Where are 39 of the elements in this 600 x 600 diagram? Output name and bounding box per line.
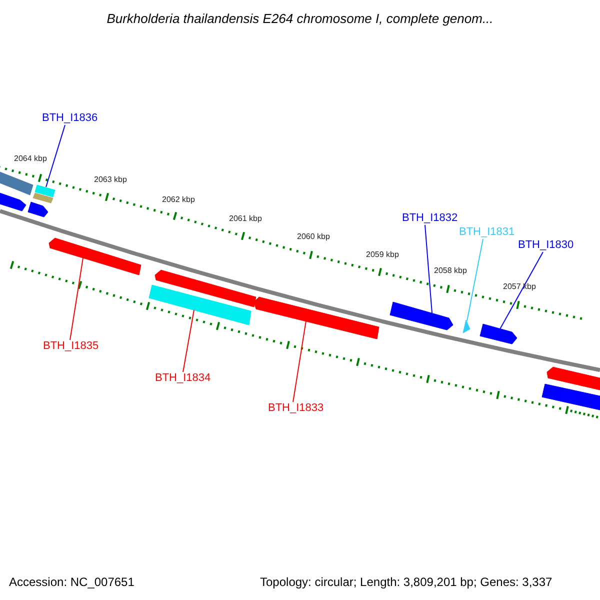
scale-label: 2062 kbp xyxy=(162,196,195,204)
gene-block xyxy=(390,302,454,330)
scale-label: 2060 kbp xyxy=(297,233,330,241)
gene-block xyxy=(0,192,26,212)
gene-block xyxy=(148,284,252,326)
leader-line xyxy=(46,124,66,188)
leader-line xyxy=(424,224,432,314)
gene-label: BTH_I1830 xyxy=(518,240,574,251)
gene-label: BTH_I1833 xyxy=(268,403,324,414)
leader-line xyxy=(466,238,484,322)
gene-marker xyxy=(462,320,470,334)
leader-line xyxy=(70,258,84,340)
gene-block xyxy=(28,202,48,218)
gene-block xyxy=(480,324,518,344)
gene-label: BTH_I1834 xyxy=(155,373,211,384)
accession-text: Accession: NC_007651 xyxy=(9,576,134,588)
scale-label: 2057 kbp xyxy=(503,283,536,291)
scale-label: 2059 kbp xyxy=(366,251,399,259)
gene-label: BTH_I1832 xyxy=(402,213,458,224)
gene-block xyxy=(32,192,54,204)
genome-summary: Topology: circular; Length: 3,809,201 bp; Genes: 3,337 xyxy=(260,576,552,588)
gene-block xyxy=(546,366,600,390)
gene-block xyxy=(48,238,142,276)
title: Burkholderia thailandensis E264 chromosome I, complete genom... xyxy=(106,12,494,25)
leader-line xyxy=(500,252,544,330)
gene-block xyxy=(542,384,600,410)
scale-label: 2058 kbp xyxy=(434,267,467,275)
scale-label: 2064 kbp xyxy=(14,155,47,163)
gene-block xyxy=(0,172,34,196)
gene-label: BTH_I1835 xyxy=(43,341,99,352)
leader-line xyxy=(182,310,194,372)
gene-label: BTH_I1831 xyxy=(459,227,515,238)
gene-block xyxy=(34,184,56,198)
scale-label: 2063 kbp xyxy=(94,176,127,184)
gene-block xyxy=(154,270,256,308)
gene-block xyxy=(254,296,380,340)
gene-label: BTH_I1836 xyxy=(42,113,98,124)
scale-label: 2061 kbp xyxy=(229,215,262,223)
leader-line xyxy=(292,320,306,402)
